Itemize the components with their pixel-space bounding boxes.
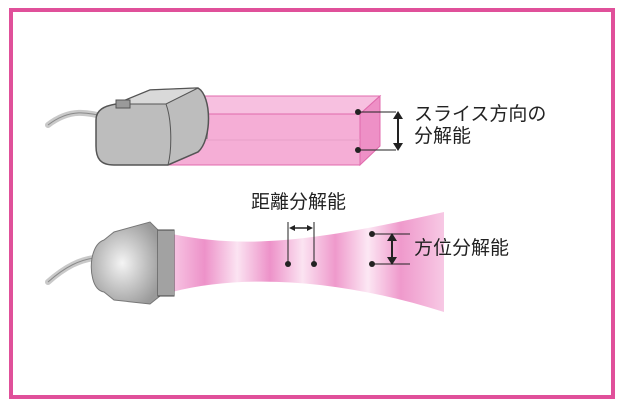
- linear-probe-group: [45, 87, 403, 167]
- probe-cable-bottom-edge: [47, 257, 95, 283]
- axial-resolution-marker: [285, 222, 317, 267]
- slice-arrowhead-up: [393, 111, 403, 119]
- linear-probe-top: [115, 87, 199, 105]
- lateral-resolution-marker: [369, 231, 410, 267]
- slice-label-line1: スライス方向の: [414, 103, 547, 125]
- slice-point-top: [355, 109, 361, 115]
- lateral-resolution-label: 方位分解能: [414, 237, 510, 259]
- beam-probe-group: [45, 212, 444, 312]
- slice-arrowhead-down: [393, 143, 403, 151]
- transducer-elements: [159, 230, 173, 296]
- ultrasound-beam: [172, 212, 444, 312]
- probe-cable-bottom: [45, 255, 97, 285]
- slice-resolution-label: スライス方向の 分解能: [414, 103, 547, 148]
- axial-resolution-label: 距離分解能: [251, 191, 347, 213]
- figure-frame: [9, 8, 615, 399]
- probe-cable-joint: [115, 99, 131, 109]
- slice-point-bottom: [355, 147, 361, 153]
- linear-probe-edge: [165, 103, 172, 166]
- slice-label-line2: 分解能: [414, 124, 472, 147]
- beam-probe-body: [90, 221, 161, 305]
